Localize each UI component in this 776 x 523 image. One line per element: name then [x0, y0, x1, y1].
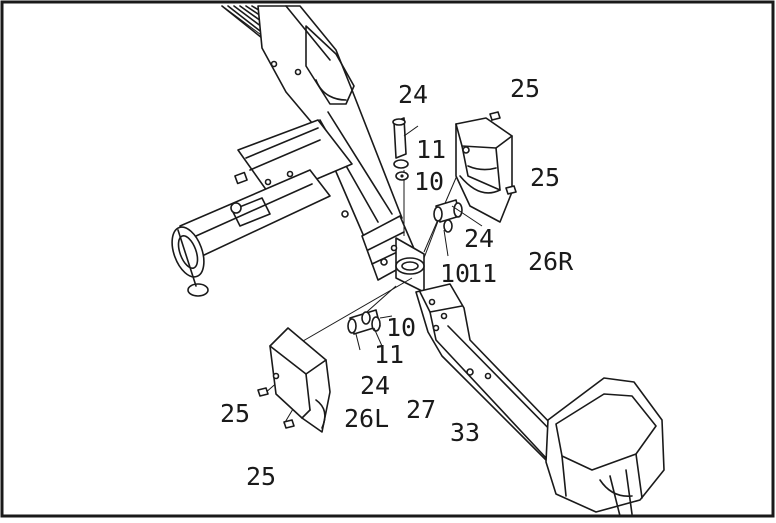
label-26l: 26L — [344, 404, 389, 433]
label-11-right: 11 — [467, 259, 497, 288]
label-25-left: 25 — [220, 399, 250, 428]
bolt-assembly-top — [392, 117, 419, 181]
end-cap-26l — [257, 327, 331, 433]
label-10-top: 10 — [414, 167, 444, 196]
label-24-left: 24 — [360, 371, 390, 400]
label-11-left: 11 — [374, 340, 404, 369]
bike-frame — [171, 5, 425, 297]
part-labels: 24 25 11 10 25 24 10 11 26R 10 11 24 27 … — [220, 74, 574, 491]
label-11-top: 11 — [416, 135, 446, 164]
label-24-right: 24 — [464, 224, 494, 253]
label-24-top: 24 — [398, 80, 428, 109]
label-27: 27 — [406, 395, 436, 424]
front-stabilizer-33 — [415, 283, 665, 517]
bolt-assembly-left — [347, 309, 393, 351]
label-10-right: 10 — [440, 259, 470, 288]
end-cap-26r — [455, 111, 517, 223]
label-33: 33 — [450, 418, 480, 447]
label-26r: 26R — [528, 247, 574, 276]
label-25-top: 25 — [510, 74, 540, 103]
label-25-right: 25 — [530, 163, 560, 192]
bolt-assembly-right — [433, 199, 483, 257]
label-25-bottom: 25 — [246, 462, 276, 491]
label-10-left: 10 — [386, 313, 416, 342]
